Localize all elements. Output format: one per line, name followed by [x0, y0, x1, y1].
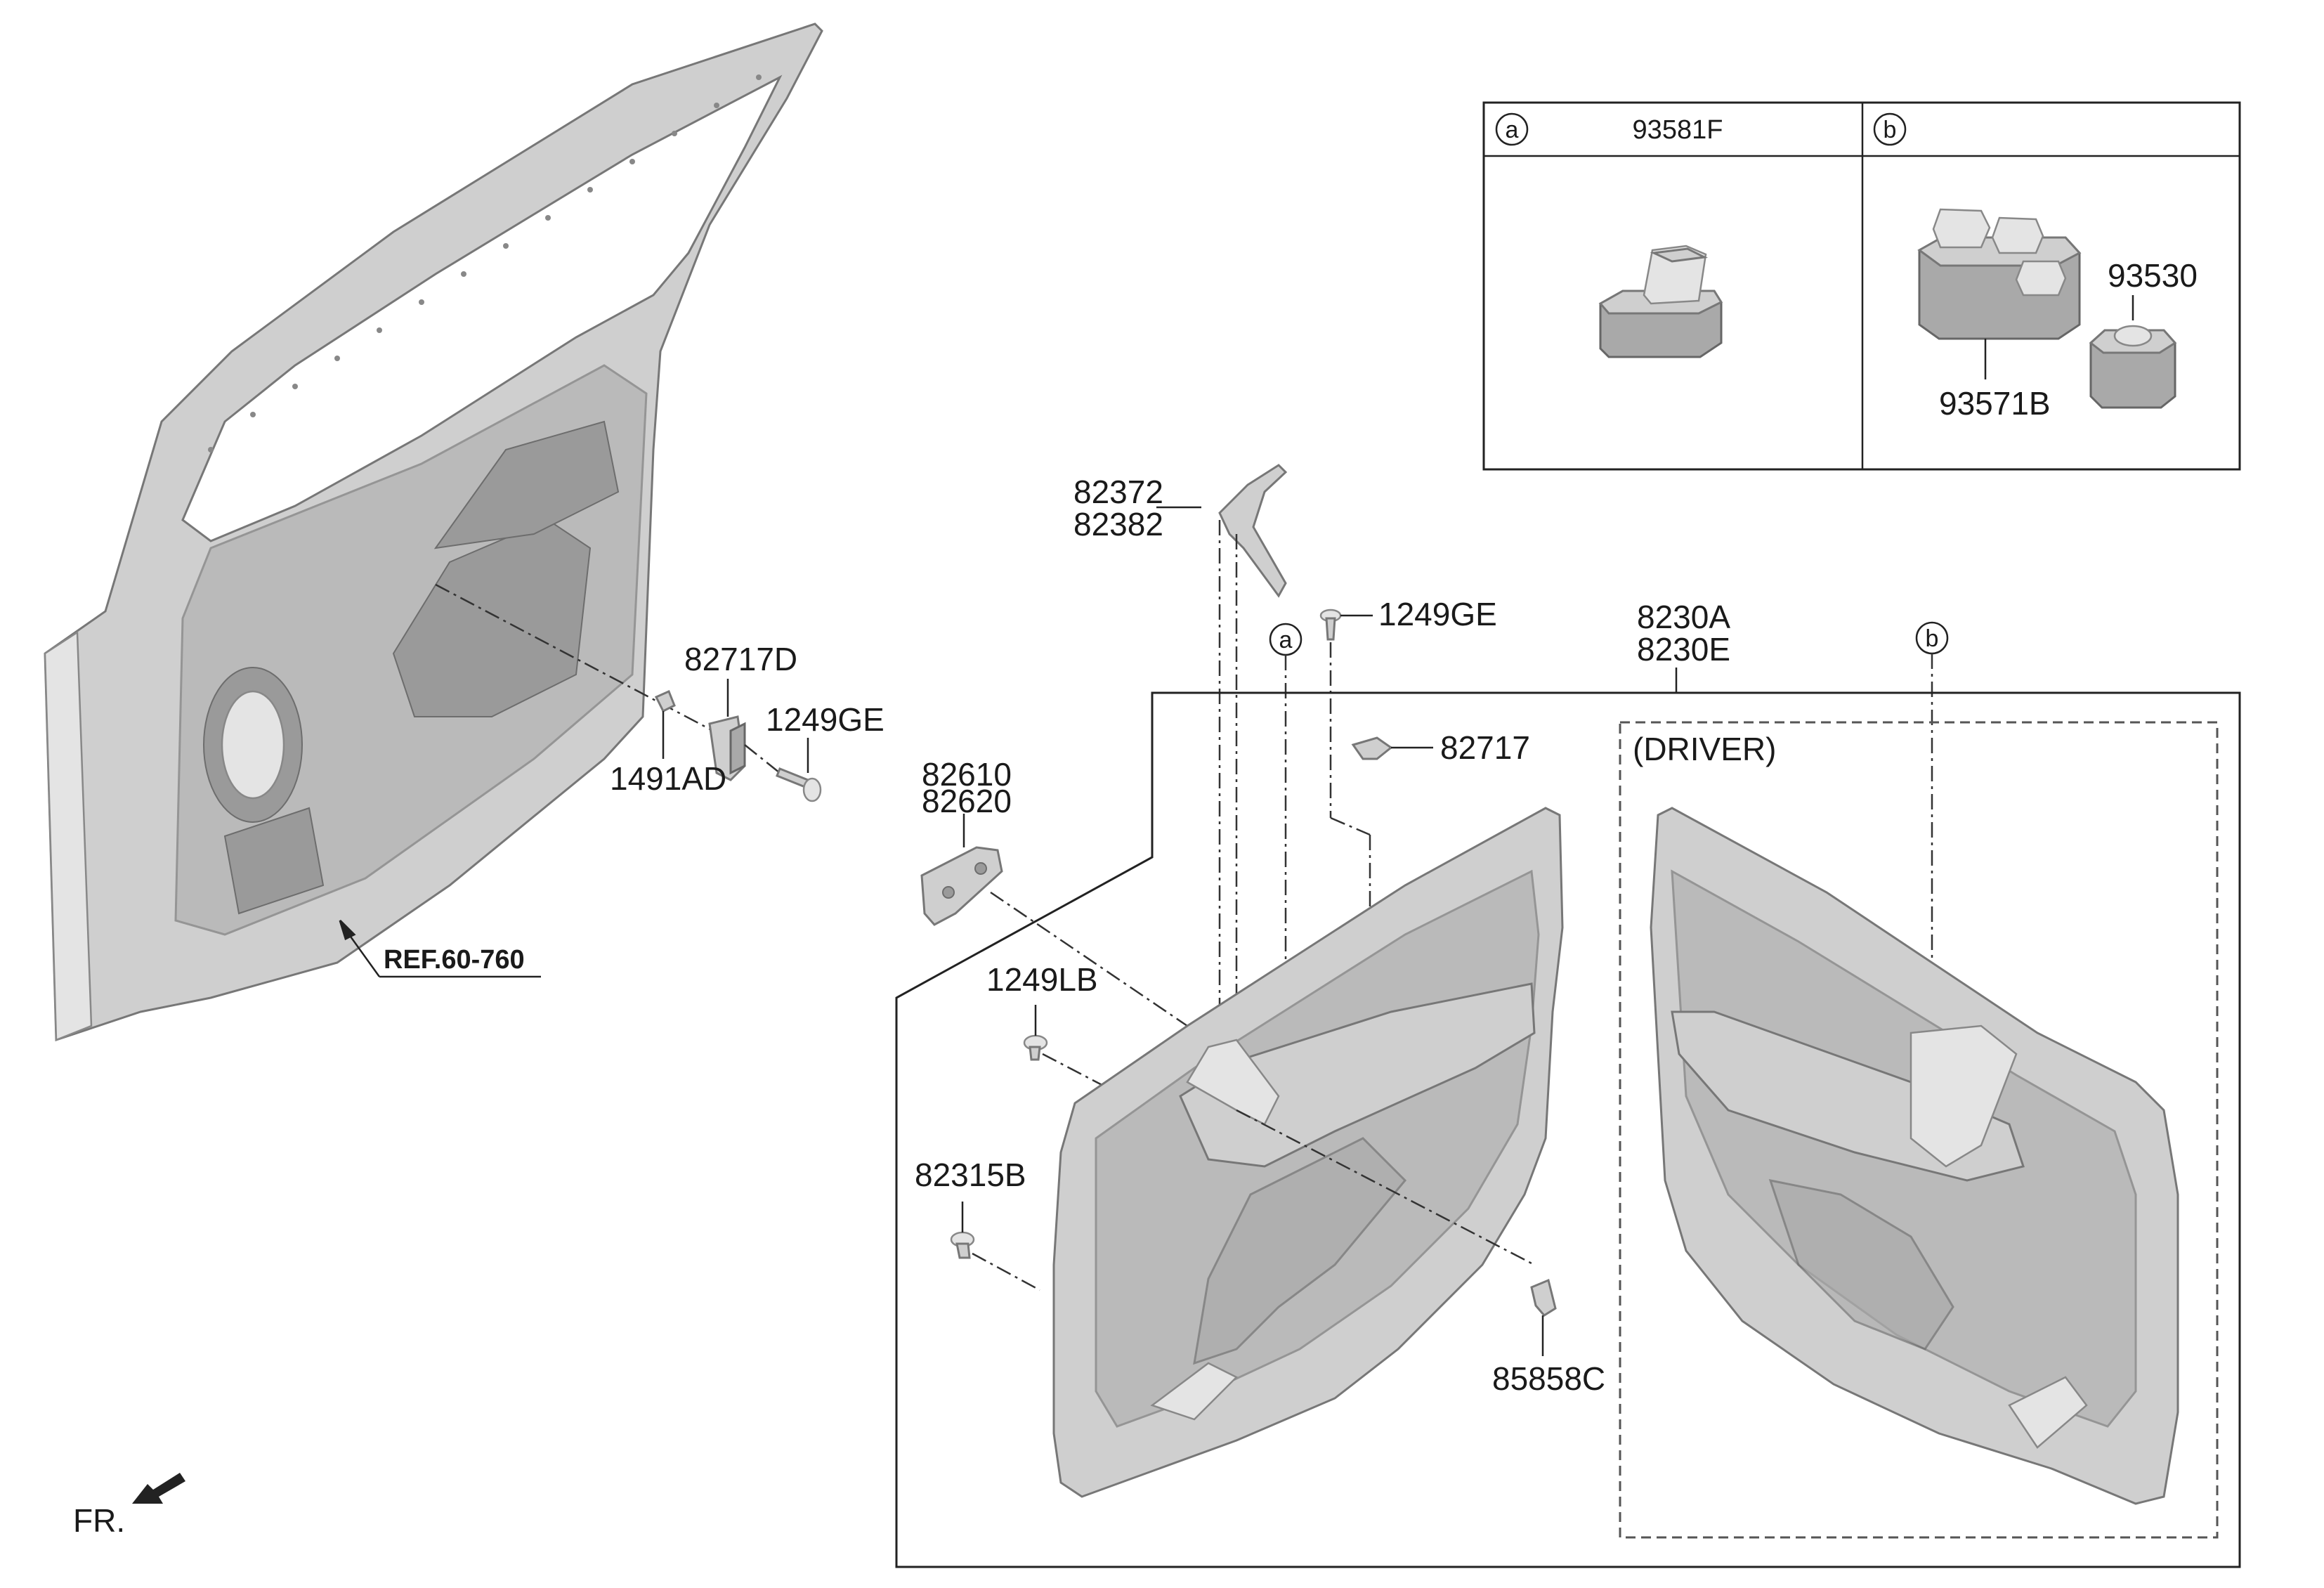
marker-b-text: b [1926, 625, 1939, 652]
clip-82717 [1351, 736, 1393, 760]
bracket-82717D [708, 715, 746, 781]
trim-82372-82382 [1218, 464, 1288, 598]
screw-1249GE-left [744, 744, 822, 802]
label-8230E: 8230E [1637, 631, 1730, 668]
label-1249GE-left: 1249GE [766, 701, 884, 738]
window-switch-93571B [1917, 208, 2082, 340]
window-switch-93581F [1598, 245, 1723, 358]
trim-assembly-box [895, 691, 2241, 1568]
fr-arrow-icon [132, 1473, 185, 1504]
marker-a-text: a [1279, 627, 1293, 653]
marker-a-inset [1495, 112, 1529, 146]
driver-label: (DRIVER) [1633, 731, 1776, 767]
clip-85858C [1530, 1278, 1557, 1317]
label-82717D: 82717D [684, 641, 797, 677]
label-93581F: 93581F [1633, 115, 1723, 145]
door-frame-panel [44, 22, 823, 1042]
label-1491AD: 1491AD [610, 760, 726, 797]
clip-1249LB [1023, 1034, 1048, 1061]
label-85858C: 85858C [1492, 1360, 1605, 1397]
mirror-switch-93530 [2089, 325, 2177, 409]
label-82372: 82372 [1073, 474, 1163, 510]
driver-box [1619, 721, 2219, 1539]
label-8230A: 8230A [1637, 599, 1730, 635]
label-93530: 93530 [2108, 257, 2198, 294]
door-trim-passenger [1052, 807, 1564, 1498]
label-1249GE-top: 1249GE [1378, 596, 1497, 632]
label-82382: 82382 [1073, 506, 1163, 542]
inset-table: a 93581F b 93530 93571B [1482, 101, 2241, 471]
label-82717: 82717 [1440, 729, 1530, 766]
fr-label: FR. [73, 1502, 125, 1539]
label-82315B: 82315B [915, 1157, 1026, 1193]
label-82620: 82620 [922, 783, 1012, 819]
marker-b-inset [1873, 112, 1907, 146]
label-93571B: 93571B [1939, 385, 2051, 422]
label-82610: 82610 [922, 756, 1012, 793]
marker-b-inset-text: b [1884, 117, 1897, 143]
clip-82315B [950, 1231, 975, 1259]
bracket-82610-82620 [920, 846, 1003, 926]
label-1249LB: 1249LB [986, 961, 1098, 998]
door-trim-driver [1650, 807, 2179, 1505]
marker-a-inset-text: a [1506, 117, 1519, 143]
clip-1491AD [654, 689, 676, 713]
screw-1249GE-top [1319, 608, 1342, 641]
ref-label: REF.60-760 [384, 945, 525, 975]
